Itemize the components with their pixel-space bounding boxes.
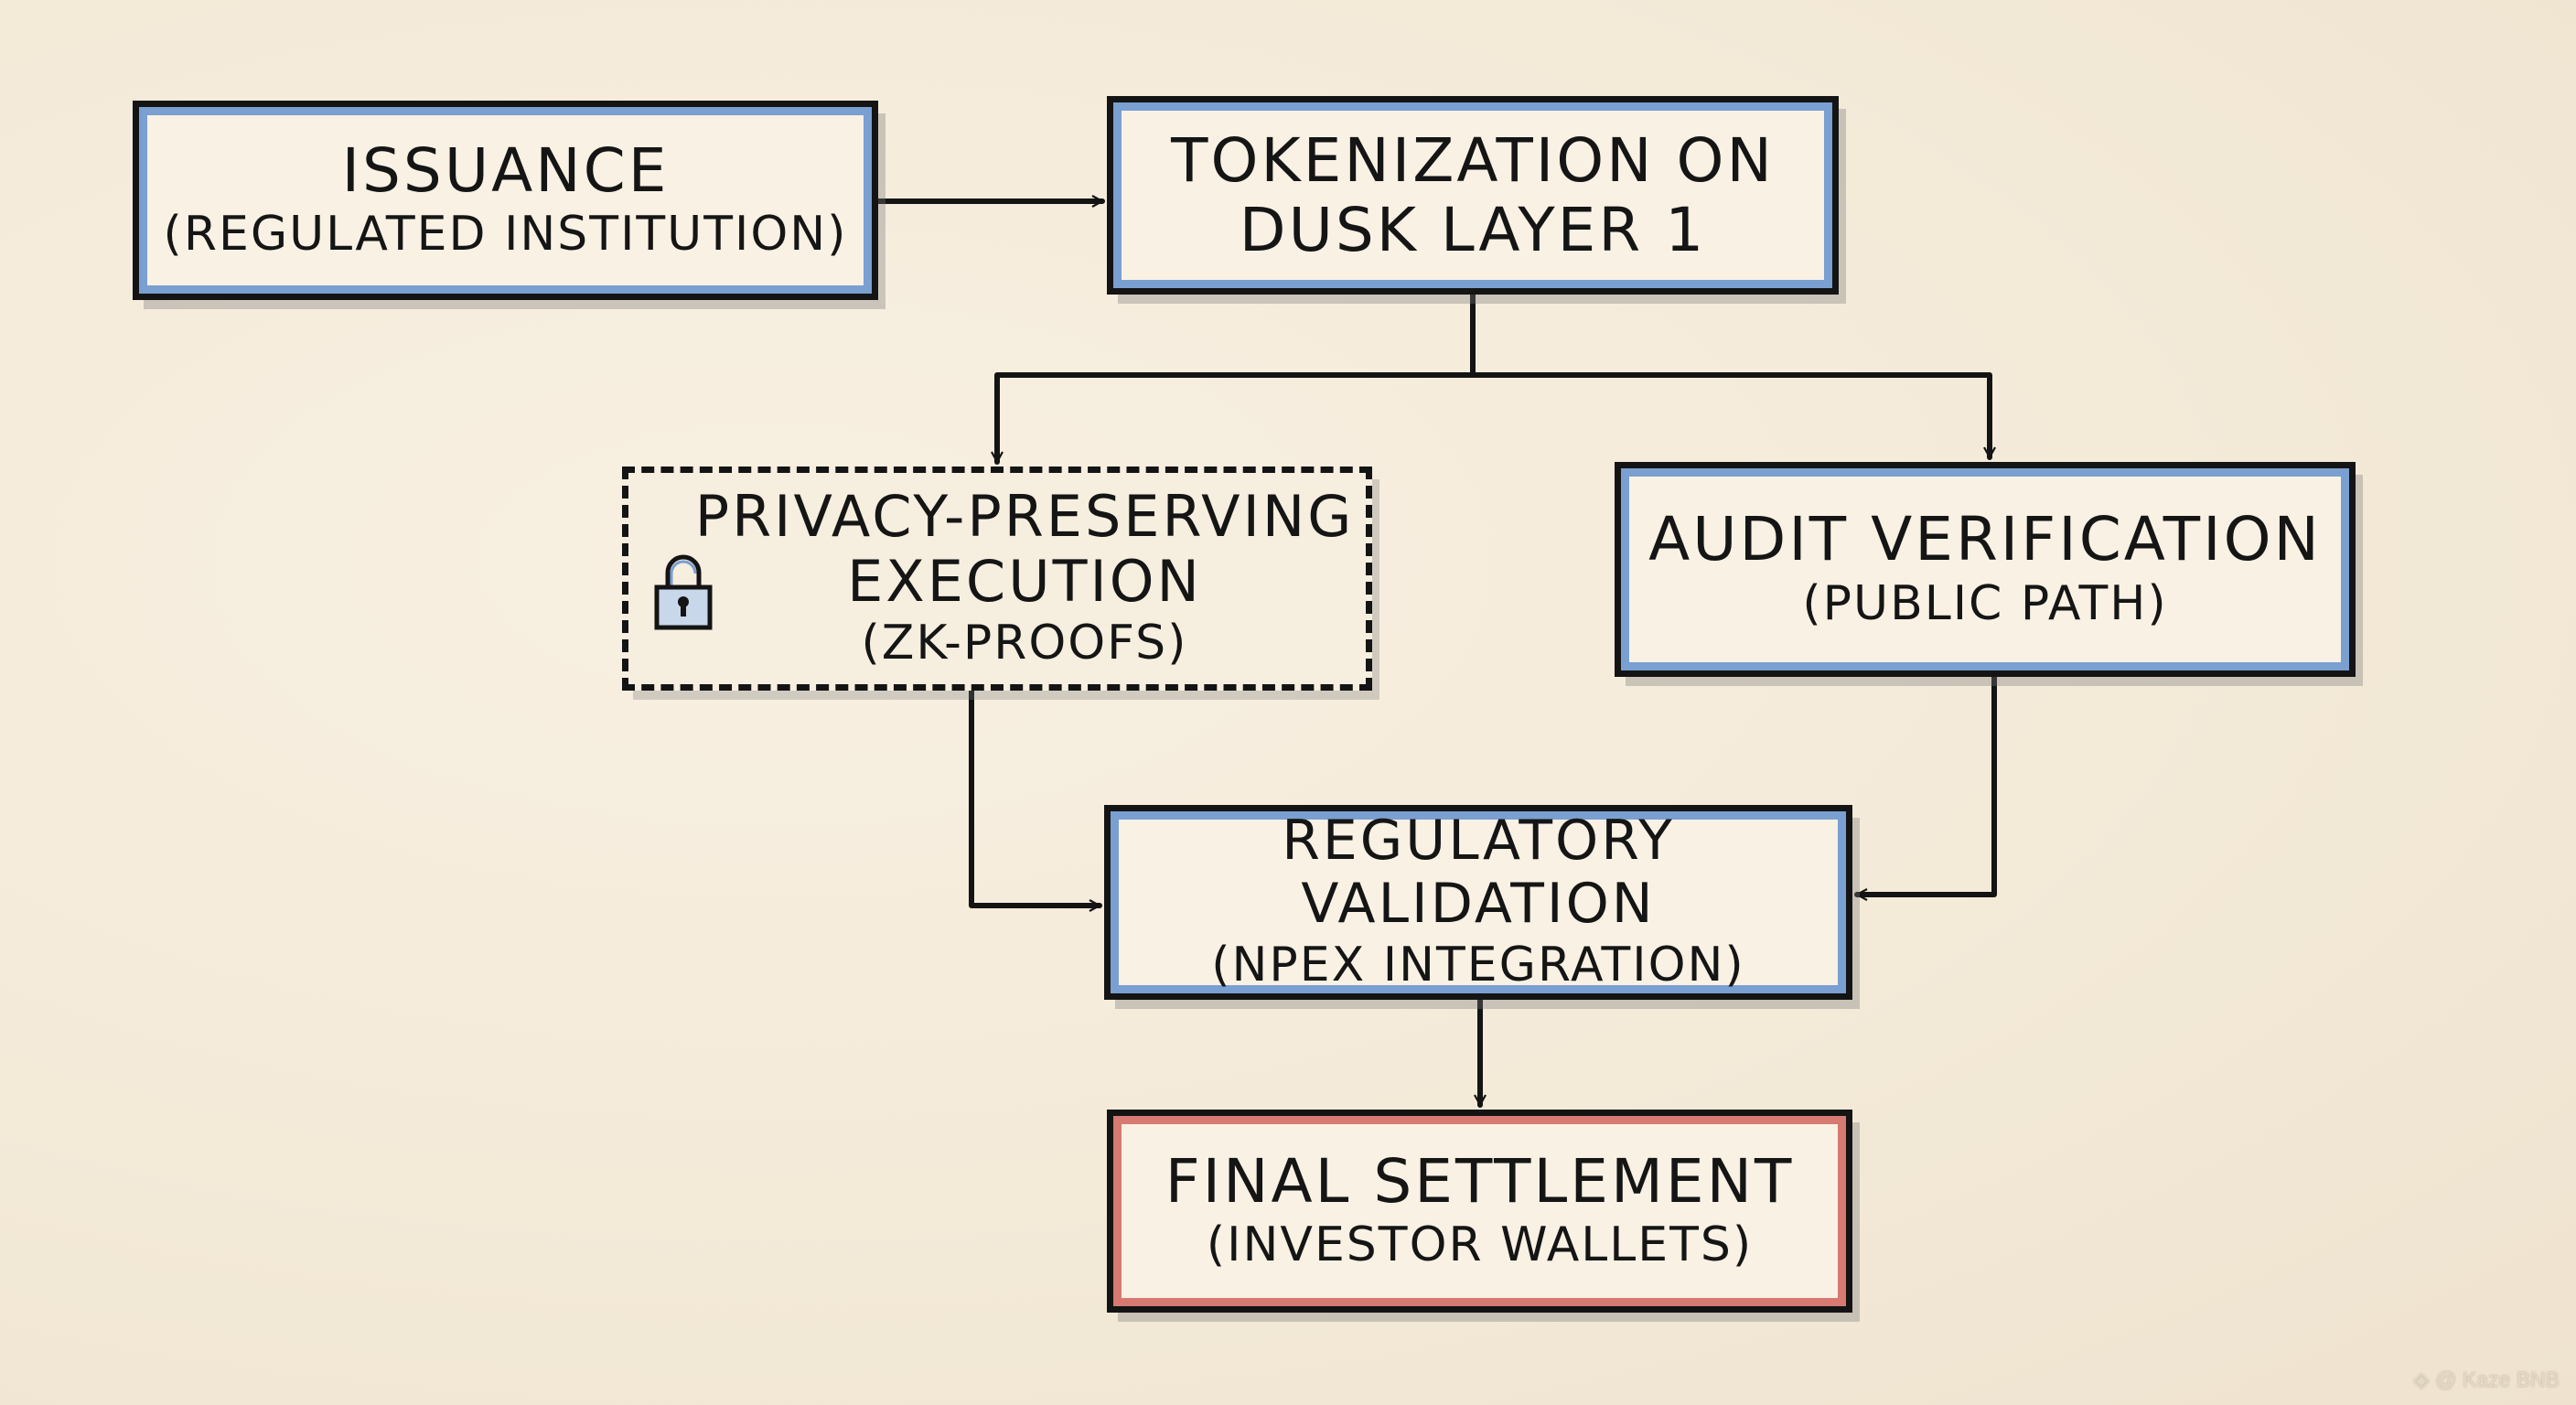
edge-privacy-regulatory xyxy=(969,688,1102,906)
node-title: AUDIT VERIFICATION xyxy=(1648,504,2322,575)
node-title: REGULATORY VALIDATION xyxy=(1282,809,1675,936)
node-issuance: ISSUANCE (REGULATED INSTITUTION) xyxy=(133,101,878,300)
lock-icon xyxy=(654,554,713,630)
node-settlement: FINAL SETTLEMENT (INVESTOR WALLETS) xyxy=(1107,1110,1852,1313)
edge-tokenization-privacy xyxy=(997,372,1476,465)
node-subtitle: (NPEX INTEGRATION) xyxy=(1211,938,1745,992)
node-title: TOKENIZATION ON DUSK LAYER 1 xyxy=(1171,124,1775,265)
watermark: ◈ @ Kaze BNB xyxy=(2413,1367,2560,1391)
node-title: FINAL SETTLEMENT xyxy=(1165,1145,1795,1217)
node-tokenization: TOKENIZATION ON DUSK LAYER 1 xyxy=(1107,96,1839,295)
node-subtitle: (PUBLIC PATH) xyxy=(1802,575,2168,631)
node-regulatory: REGULATORY VALIDATION (NPEX INTEGRATION) xyxy=(1104,805,1852,1000)
node-subtitle: (REGULATED INSTITUTION) xyxy=(163,207,848,263)
edge-audit-regulatory xyxy=(1854,674,1997,895)
node-audit: AUDIT VERIFICATION (PUBLIC PATH) xyxy=(1615,462,2356,677)
node-subtitle: (INVESTOR WALLETS) xyxy=(1206,1217,1754,1273)
node-subtitle: (ZK-PROOFS) xyxy=(861,616,1188,671)
edge-tokenization-audit xyxy=(1470,372,1990,460)
node-title: PRIVACY-PRESERVING EXECUTION xyxy=(694,482,1355,615)
node-title: ISSUANCE xyxy=(341,134,670,206)
node-privacy: PRIVACY-PRESERVING EXECUTION (ZK-PROOFS) xyxy=(622,467,1372,691)
